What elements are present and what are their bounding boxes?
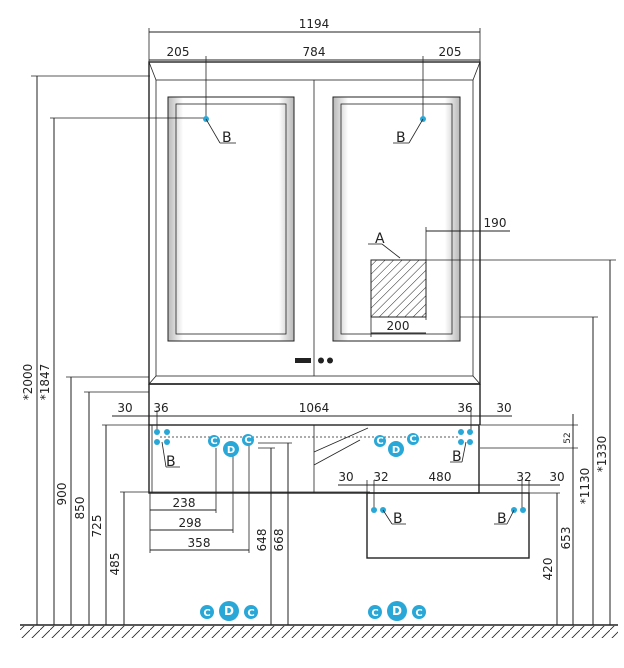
svg-text:C: C <box>371 608 378 619</box>
dim-36-left: 36 <box>153 401 168 415</box>
label-b: B <box>222 130 232 146</box>
label-a: A <box>375 231 385 247</box>
light-switch-icon <box>295 357 333 364</box>
dim-1330: *1330 <box>595 436 609 473</box>
dim-653: 653 <box>559 527 573 550</box>
dim-32-drawer-right: 32 <box>516 470 531 484</box>
svg-text:C: C <box>376 436 383 447</box>
svg-text:C: C <box>247 608 254 619</box>
label-b: B <box>393 511 403 527</box>
dim-200: 200 <box>387 319 410 333</box>
mount-point-b-mirror-right: B <box>393 116 426 146</box>
dimension-lines <box>31 28 616 625</box>
floor <box>20 624 618 638</box>
mirror-cabinet <box>148 61 481 385</box>
svg-text:D: D <box>392 604 402 618</box>
svg-text:C: C <box>244 435 251 446</box>
dim-190: 190 <box>484 216 507 230</box>
svg-text:D: D <box>392 445 400 456</box>
svg-text:D: D <box>227 445 235 456</box>
dim-420: 420 <box>541 558 555 581</box>
dim-30-left: 30 <box>117 401 132 415</box>
connection-group-cabinet-left: C D C <box>208 434 254 457</box>
dim-h-725: 725 <box>90 515 104 538</box>
label-b: B <box>166 454 176 470</box>
dim-1064: 1064 <box>299 401 330 415</box>
connection-group-floor-left: C D C <box>200 601 258 621</box>
mount-point-b-drawer-right: B <box>494 507 526 527</box>
svg-text:D: D <box>224 604 234 618</box>
dim-298: 298 <box>179 516 202 530</box>
dim-358: 358 <box>188 536 211 550</box>
mount-point-b-cabinet-right: B <box>450 429 473 465</box>
dim-668: 668 <box>272 529 286 552</box>
dim-h-900: 900 <box>55 483 69 506</box>
dim-30-right: 30 <box>496 401 511 415</box>
label-b: B <box>497 511 507 527</box>
svg-text:C: C <box>210 436 217 447</box>
dim-36-right: 36 <box>457 401 472 415</box>
dim-h-2000: *2000 <box>21 364 35 401</box>
dim-overall-width: 1194 <box>299 17 330 31</box>
dim-middle: 784 <box>303 45 326 59</box>
dim-h-1847: *1847 <box>38 364 52 401</box>
svg-text:C: C <box>203 608 210 619</box>
drawer-unit <box>366 492 530 559</box>
dim-30-drawer-left: 30 <box>338 470 353 484</box>
mount-point-b-drawer-left: B <box>371 507 406 527</box>
dim-52: 52 <box>563 432 573 443</box>
dim-238: 238 <box>173 496 196 510</box>
dim-side-left: 205 <box>167 45 190 59</box>
dim-side-right: 205 <box>439 45 462 59</box>
dim-32-drawer-left: 32 <box>373 470 388 484</box>
label-b: B <box>452 449 462 465</box>
mount-point-b-cabinet-left: B <box>154 429 180 470</box>
label-b: B <box>396 130 406 146</box>
connection-group-cabinet-right: C D C <box>374 433 419 457</box>
dim-h-850: 850 <box>73 497 87 520</box>
dim-h-485: 485 <box>108 553 122 576</box>
dim-480: 480 <box>429 470 452 484</box>
mount-point-b-mirror-left: B <box>203 116 236 146</box>
dim-30-drawer-right: 30 <box>549 470 564 484</box>
region-a: A <box>368 231 427 318</box>
dim-648: 648 <box>255 529 269 552</box>
dim-1130: *1130 <box>578 468 592 505</box>
svg-text:C: C <box>409 434 416 445</box>
svg-text:C: C <box>415 608 422 619</box>
left-mirror-panel <box>167 96 295 342</box>
connection-group-floor-right: C D C <box>368 601 426 621</box>
